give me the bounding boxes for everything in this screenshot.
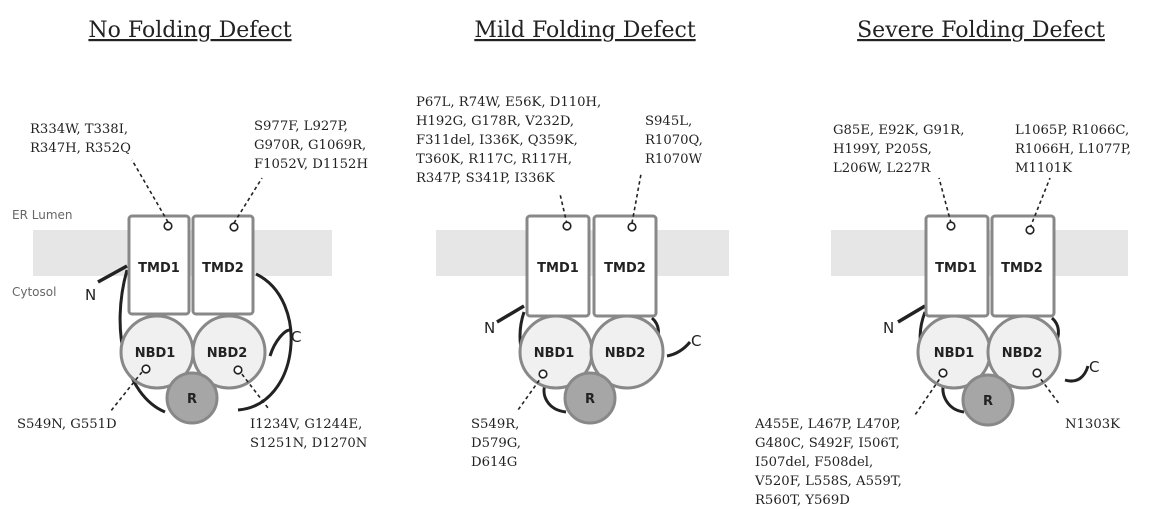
r-label: R	[983, 394, 993, 409]
panel-title: Mild Folding Defect	[474, 18, 696, 43]
panel-no-folding-defect: No Folding Defect TMD1 TMD2 NBD1 NBD2 R …	[17, 18, 370, 451]
n-terminus-tail	[497, 306, 524, 322]
c-terminus-tail	[667, 342, 690, 356]
nbd1-label: NBD1	[534, 346, 575, 361]
n-terminus-label: N	[484, 319, 495, 337]
tmd2-mutations: S977F, L927P, G970R, G1069R, F1052V, D11…	[254, 119, 370, 172]
tmd1-label: TMD1	[935, 261, 977, 276]
nbd1-site-marker	[539, 370, 547, 378]
c-terminus-tail	[1065, 366, 1088, 381]
panel-title: No Folding Defect	[88, 18, 291, 43]
tmd1-mutations: P67L, R74W, E56K, D110H, H192G, G178R, V…	[416, 95, 605, 186]
tmd1-mutations: R334W, T338I, R347H, R352Q	[30, 122, 132, 156]
nbd1-mutations: S549R, D579G, D614G	[471, 417, 525, 470]
c-terminus-label: C	[1089, 358, 1099, 376]
c-terminus-label: C	[291, 328, 301, 346]
tmd2-site-marker	[628, 223, 636, 231]
tmd2-mutations: S945L, R1070Q, R1070W	[645, 114, 707, 167]
tmd1-leader	[132, 160, 168, 222]
nbd2-site-marker	[234, 366, 242, 374]
cytosol-label: Cytosol	[12, 285, 56, 299]
r-label: R	[585, 392, 595, 407]
tmd1-site-marker	[164, 222, 172, 230]
tmd1-mutations: G85E, E92K, G91R, H199Y, P205S, L206W, L…	[833, 123, 969, 176]
tmd1-label: TMD1	[138, 261, 180, 276]
n-terminus-label: N	[883, 319, 894, 337]
nbd1-site-marker	[939, 369, 947, 377]
nbd1-label: NBD1	[934, 346, 975, 361]
nbd2-mutations: I1234V, G1244E, S1251N, D1270N	[250, 417, 367, 451]
panel-severe-folding-defect: Severe Folding Defect TMD1 TMD2 NBD1 NBD…	[754, 18, 1135, 508]
nbd1-leader	[915, 374, 943, 415]
nbd1-mutations: S549N, G551D	[17, 417, 117, 432]
tmd1-site-marker	[563, 222, 571, 230]
tmd2-label: TMD2	[202, 261, 244, 276]
c-terminus-label: C	[691, 332, 701, 350]
nbd2-site-marker	[1033, 369, 1041, 377]
tmd1-label: TMD1	[537, 261, 579, 276]
nbd1-site-marker	[142, 365, 150, 373]
tmd2-site-marker	[230, 223, 238, 231]
tmd2-mutations: L1065P, R1066C, R1066H, L1077P, M1101K	[1015, 123, 1135, 176]
panel-title: Severe Folding Defect	[857, 18, 1105, 43]
nbd2-label: NBD2	[207, 346, 248, 361]
nbd2-label: NBD2	[605, 346, 646, 361]
r-label: R	[187, 392, 197, 407]
nbd2-label: NBD2	[1002, 346, 1043, 361]
tmd2-label: TMD2	[604, 261, 646, 276]
panel-mild-folding-defect: Mild Folding Defect TMD1 TMD2 NBD1 NBD2 …	[416, 18, 729, 470]
nbd1-label: NBD1	[135, 346, 176, 361]
tmd1-site-marker	[947, 222, 955, 230]
nbd1-mutations: A455E, L467P, L470P, G480C, S492F, I506T…	[754, 417, 906, 508]
c-terminus-tail	[270, 330, 290, 356]
tmd2-site-marker	[1026, 226, 1034, 234]
er-lumen-label: ER Lumen	[12, 208, 73, 222]
n-terminus-label: N	[85, 286, 96, 304]
tmd2-label: TMD2	[1001, 261, 1043, 276]
nbd2-mutations: N1303K	[1065, 417, 1121, 432]
